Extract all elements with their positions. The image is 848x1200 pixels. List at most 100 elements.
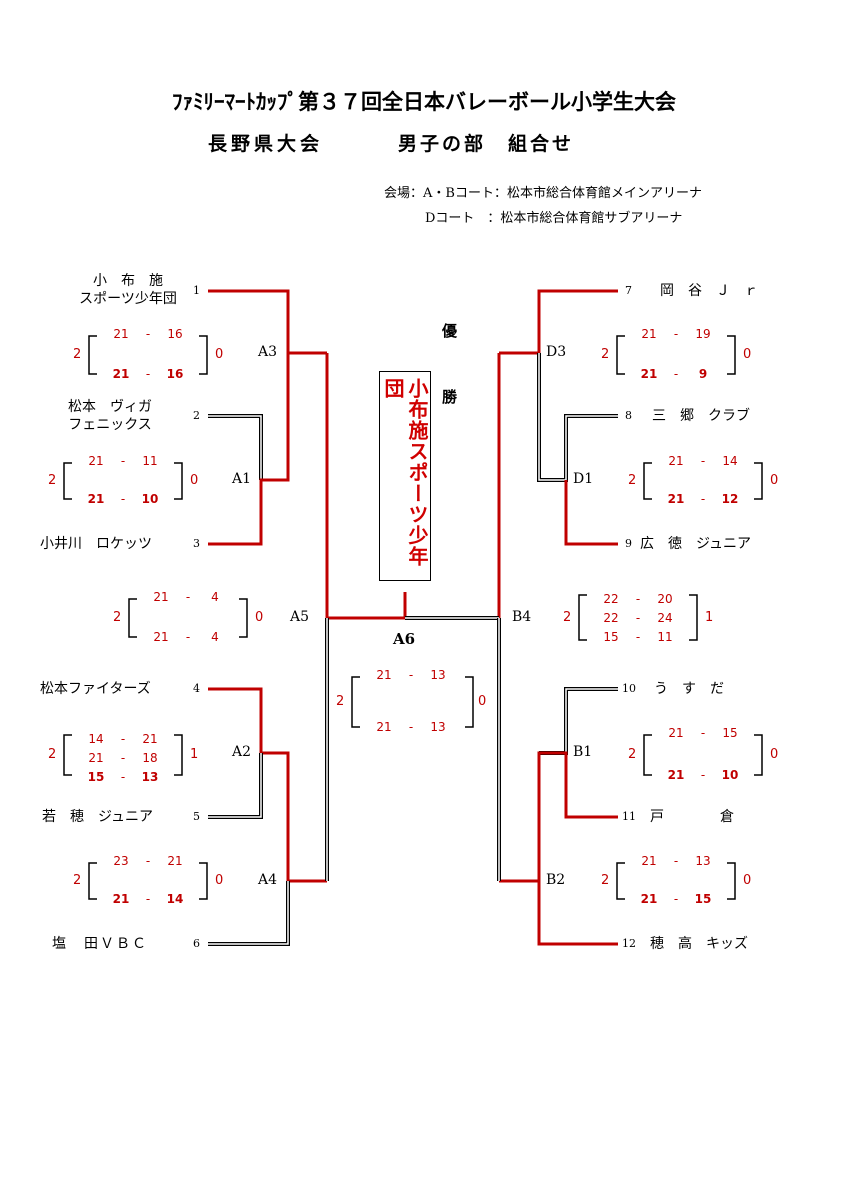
match-d1-sets-won-right: 0 xyxy=(770,473,779,488)
match-a2-set1-left: 14 xyxy=(88,732,104,746)
match-a2-set3-left: 15 xyxy=(87,770,105,784)
match-a2-set3-dash: - xyxy=(120,770,126,784)
match-d3-set1-right: 19 xyxy=(695,327,711,341)
match-a2-set3-right: 13 xyxy=(141,770,159,784)
match-b1-set2-right: 10 xyxy=(721,768,739,782)
match-b4-set3-right: 11 xyxy=(657,630,673,644)
match-a6-set1-left: 21 xyxy=(376,668,392,682)
match-b4-set3-left: 15 xyxy=(603,630,619,644)
seed-8: 8 xyxy=(625,409,632,422)
match-a4-set2-left: 21 xyxy=(112,892,130,906)
match-d3-set2-right: 9 xyxy=(698,367,708,381)
seed-11: 11 xyxy=(622,810,636,823)
match-b1-set1-dash: - xyxy=(700,726,706,740)
match-a1-set1-dash: - xyxy=(120,454,126,468)
match-b2-set2-right: 15 xyxy=(694,892,712,906)
team-1: 小 布 施 スポーツ少年団 xyxy=(48,272,208,308)
match-a5-set2-left: 21 xyxy=(153,630,169,644)
match-b4-sets-won-left: 2 xyxy=(563,609,572,625)
line-team1 xyxy=(208,289,327,355)
match-a6-sets-won-left: 2 xyxy=(336,694,345,709)
match-a4-set2-right: 14 xyxy=(166,892,184,906)
match-b2-sets-won-left: 2 xyxy=(601,873,610,888)
team-11: 戸 倉 xyxy=(650,809,734,825)
match-d1-set2-left: 21 xyxy=(667,492,685,506)
line-team4 xyxy=(208,687,327,883)
team-8: 三 郷 クラブ xyxy=(652,408,750,424)
match-d1-set1-dash: - xyxy=(700,454,706,468)
match-a5-set1-right: 4 xyxy=(211,590,219,604)
match-a6-set1-right: 13 xyxy=(430,668,446,682)
match-code-d3: D3 xyxy=(546,344,567,360)
team-12: 穂 高 キッズ xyxy=(650,936,748,952)
team-2: 松本 ヴィガ フェニックス xyxy=(30,398,190,434)
match-b2-set2-dash: - xyxy=(673,892,679,906)
match-d3-set2-left: 21 xyxy=(640,367,658,381)
match-b2-set1-dash: - xyxy=(673,854,679,868)
match-a3-set2-left: 21 xyxy=(112,367,130,381)
seed-1: 1 xyxy=(193,284,200,297)
seed-4: 4 xyxy=(193,682,200,695)
match-d1-sets-won-left: 2 xyxy=(628,473,637,488)
match-b2-set1-left: 21 xyxy=(641,854,657,868)
match-code-a4: A4 xyxy=(258,872,278,888)
team-2-name-line2: フェニックス xyxy=(68,417,152,433)
line-a3 xyxy=(325,353,407,620)
team-6: 塩 田ＶＢＣ xyxy=(52,936,148,952)
match-a4-set2-dash: - xyxy=(145,892,151,906)
match-a6-set2-dash: - xyxy=(408,720,414,734)
match-a5-set1-left: 21 xyxy=(153,590,169,604)
seed-7: 7 xyxy=(625,284,632,297)
line-team3 xyxy=(208,353,290,546)
line-team9 xyxy=(564,480,618,546)
match-d3-set1-left: 21 xyxy=(641,327,657,341)
match-b1-set2-dash: - xyxy=(700,768,706,782)
match-code-a6: A6 xyxy=(393,630,416,648)
match-a6-sets-won-right: 0 xyxy=(478,694,487,709)
match-a2-set1-dash: - xyxy=(120,732,126,746)
match-a6-set1-dash: - xyxy=(408,668,414,682)
match-a1-set1-left: 21 xyxy=(88,454,104,468)
team-1-name: 小 布 施 xyxy=(93,273,163,289)
match-a3-set2-right: 16 xyxy=(166,367,184,381)
line-team11 xyxy=(499,751,618,883)
line-team6 xyxy=(208,881,290,946)
match-d3-sets-won-right: 0 xyxy=(743,347,752,362)
match-a1-sets-won-right: 0 xyxy=(190,473,199,488)
match-a2-sets-won-left: 2 xyxy=(48,747,57,762)
match-a3-set2-dash: - xyxy=(145,367,151,381)
match-b2-sets-won-right: 0 xyxy=(743,873,752,888)
match-b1-sets-won-right: 0 xyxy=(770,747,779,762)
match-code-a3: A3 xyxy=(258,344,278,360)
match-code-b1: B1 xyxy=(573,744,593,760)
tournament-title: ﾌｧﾐﾘｰﾏｰﾄｶｯﾌﾟ第３７回全日本バレーボール小学生大会 xyxy=(172,89,676,114)
match-b2-set1-right: 13 xyxy=(695,854,711,868)
match-a1-set2-dash: - xyxy=(120,492,126,506)
match-b4-set2-right: 24 xyxy=(657,611,673,625)
match-a5-set2-right: 4 xyxy=(211,630,219,644)
match-a1-set2-left: 21 xyxy=(87,492,105,506)
match-a3-set1-right: 16 xyxy=(167,327,183,341)
champion-box: 小布施スポーツ少年団 xyxy=(379,371,431,581)
match-d1-set2-right: 12 xyxy=(721,492,739,506)
match-code-d1: D1 xyxy=(573,471,594,487)
champion-team: 小布施スポーツ少年団 xyxy=(381,378,429,567)
match-b4-set2-dash: - xyxy=(635,611,641,625)
match-a4-sets-won-right: 0 xyxy=(215,873,224,888)
match-b4-set2-left: 22 xyxy=(603,611,619,625)
match-a2-set2-dash: - xyxy=(120,751,126,765)
match-b4-sets-won-right: 1 xyxy=(705,609,714,625)
match-b1-set1-left: 21 xyxy=(668,726,684,740)
match-a4-set1-dash: - xyxy=(145,854,151,868)
match-b1-set2-left: 21 xyxy=(667,768,685,782)
match-d1-set2-dash: - xyxy=(700,492,706,506)
match-a6-set2-left: 21 xyxy=(376,720,392,734)
match-a3-sets-won-right: 0 xyxy=(215,347,224,362)
seed-5: 5 xyxy=(193,810,200,823)
match-d3-sets-won-left: 2 xyxy=(601,347,610,362)
seed-12: 12 xyxy=(622,937,636,950)
match-d1-set1-left: 21 xyxy=(668,454,684,468)
match-code-b2: B2 xyxy=(546,872,566,888)
match-a1-sets-won-left: 2 xyxy=(48,473,57,488)
match-b4-set1-dash: - xyxy=(635,592,641,606)
